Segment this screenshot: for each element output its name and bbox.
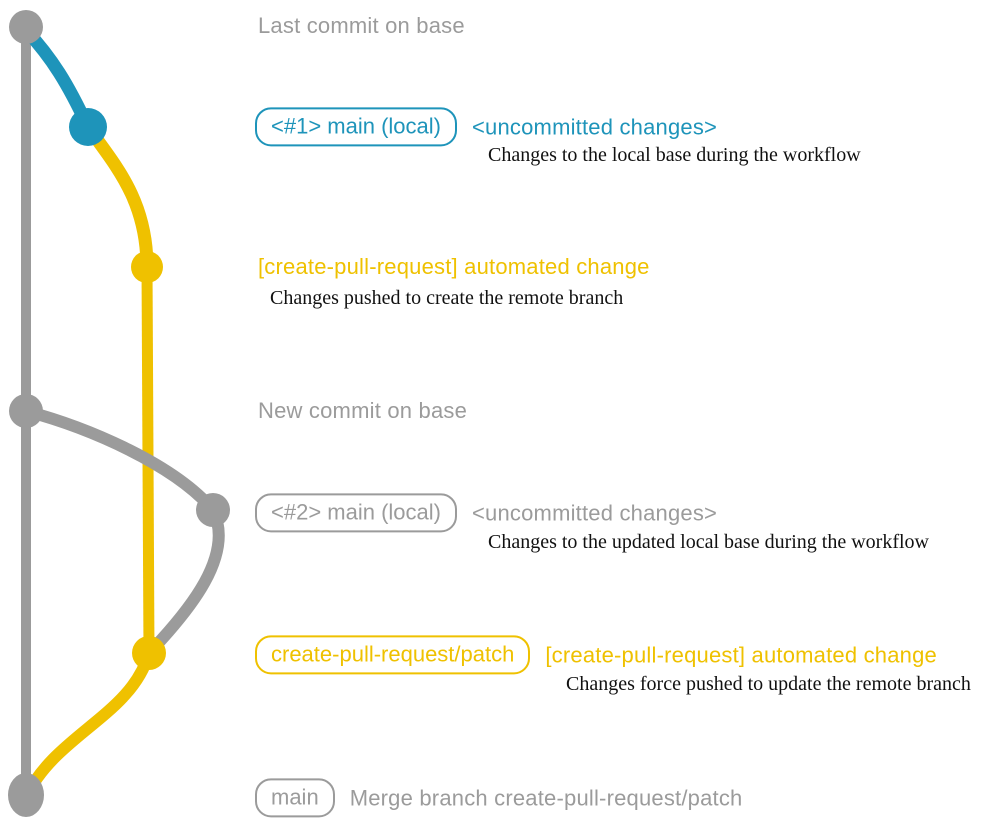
- annotation-local-commit-1: <#1> main (local) <uncommitted changes>: [255, 107, 718, 147]
- commit-dot-patch-2: [132, 636, 166, 670]
- commit-description: Changes pushed to create the remote bran…: [270, 287, 624, 309]
- commit-message: Merge branch create-pull-request/patch: [349, 784, 743, 810]
- annotation-local-commit-2: <#2> main (local) <uncommitted changes>: [255, 493, 718, 533]
- annotation-new-commit-on-base: New commit on base: [258, 398, 467, 424]
- commit-message: [create-pull-request] automated change: [545, 641, 937, 667]
- branch-label-create-pull-request-patch: create-pull-request/patch: [255, 635, 531, 675]
- git-graph: [8, 10, 230, 817]
- commit-message: [create-pull-request] automated change: [258, 254, 650, 279]
- commit-description: Changes force pushed to update the remot…: [566, 673, 971, 695]
- commit-dot-local-2: [196, 493, 230, 527]
- patch-branch-upper-curve: [82, 123, 154, 268]
- commit-dot-base-tip: [9, 10, 43, 44]
- branch-label-main-local-2: <#2> main (local): [255, 493, 457, 533]
- commit-description: Changes to the updated local base during…: [488, 531, 929, 553]
- commit-dot-local-1: [69, 108, 107, 146]
- updated-local-branch-upper-curve: [24, 405, 218, 514]
- commit-dot-patch-1: [131, 251, 163, 283]
- commit-message: <uncommitted changes>: [471, 113, 718, 139]
- commit-description: Changes to the local base during the wor…: [488, 144, 861, 166]
- updated-local-branch-lower-curve: [144, 507, 225, 658]
- commit-message: New commit on base: [258, 398, 468, 423]
- commit-dot-base-new: [9, 394, 43, 428]
- branch-label-main-local-1: <#1> main (local): [255, 107, 457, 147]
- branch-label-main: main: [255, 778, 335, 818]
- annotation-patch-commit-2: create-pull-request/patch [create-pull-r…: [255, 635, 937, 675]
- annotation-merge-commit: main Merge branch create-pull-request/pa…: [255, 778, 743, 818]
- commit-message: <uncommitted changes>: [471, 499, 718, 525]
- commit-message: Last commit on base: [258, 13, 465, 38]
- patch-branch-merge-curve: [20, 651, 155, 800]
- commit-dot-merge: [8, 773, 44, 817]
- annotation-last-commit-on-base: Last commit on base: [258, 13, 465, 39]
- annotation-patch-commit-1: [create-pull-request] automated change: [258, 254, 650, 280]
